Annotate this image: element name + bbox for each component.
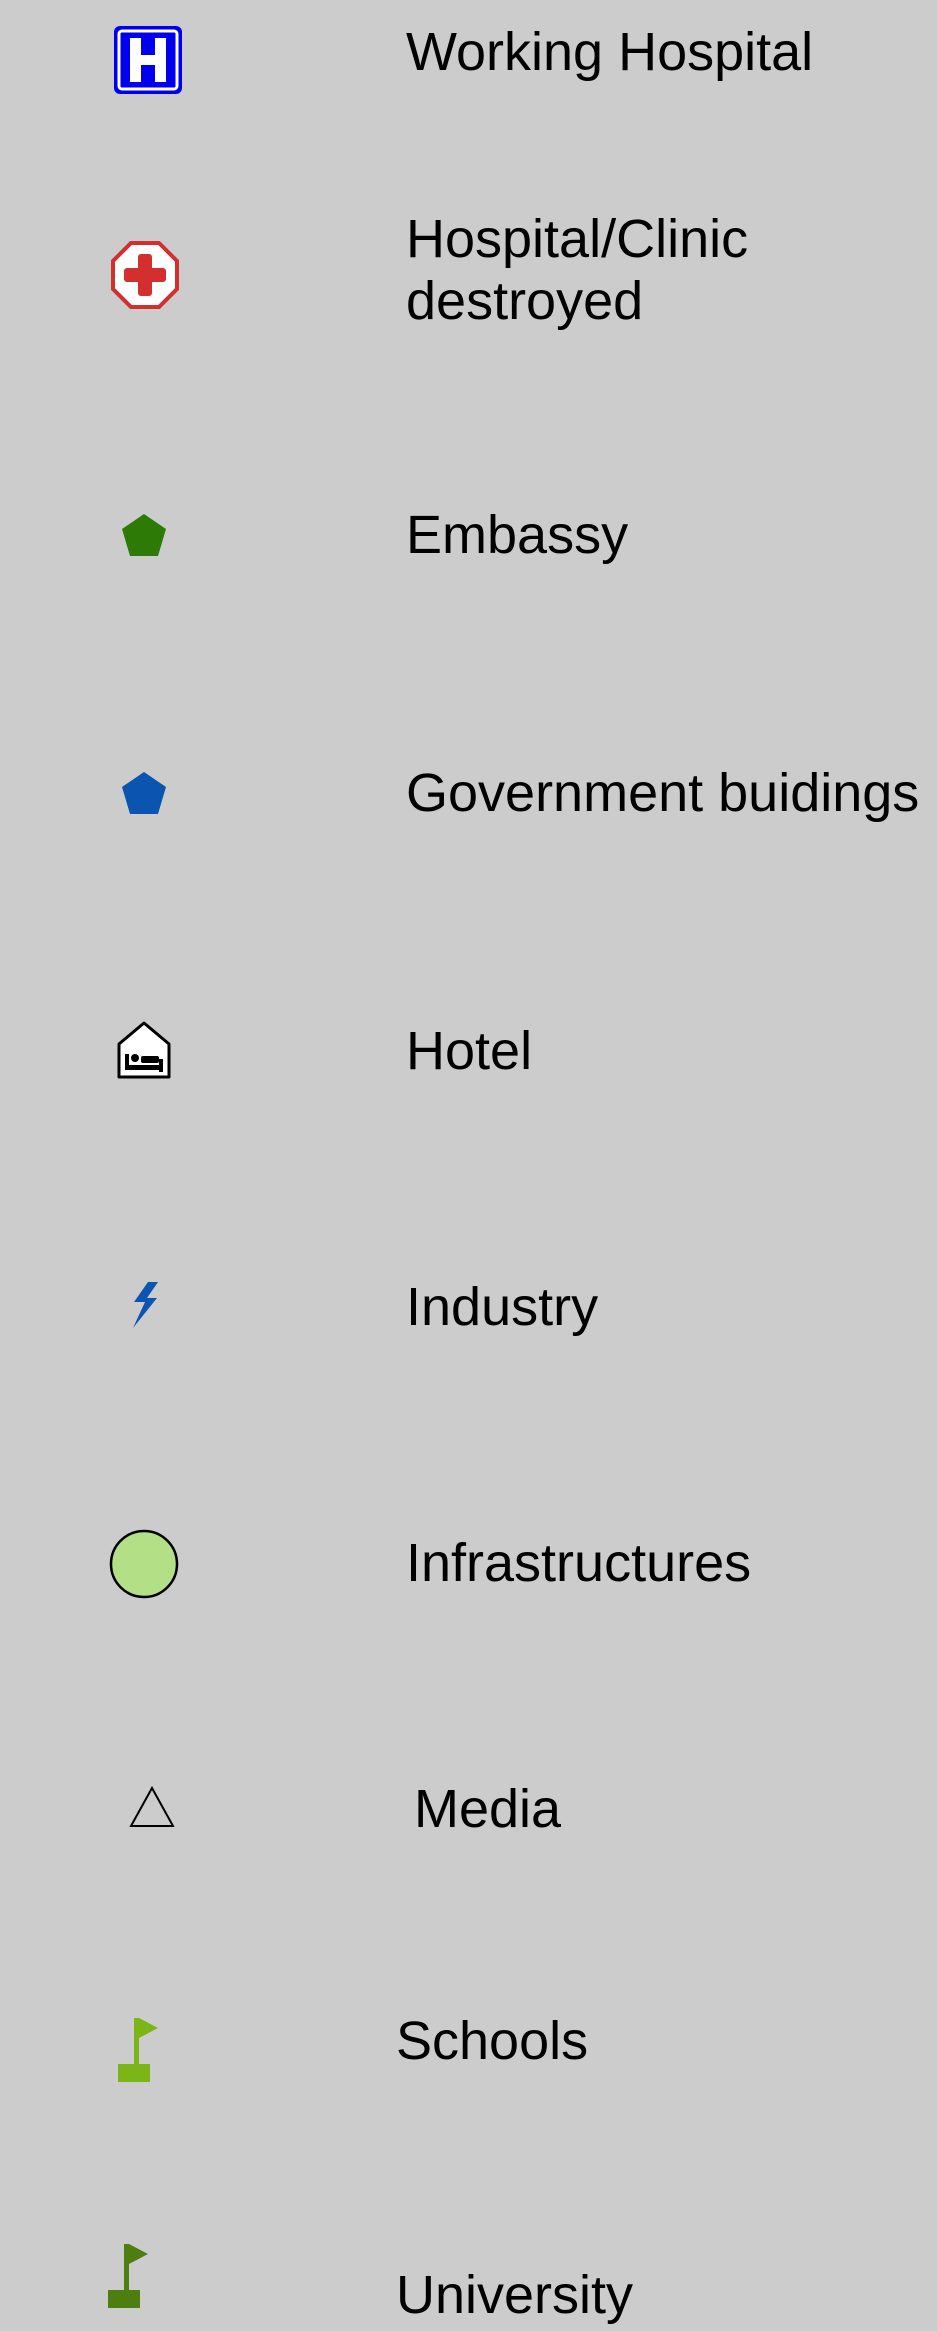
legend-label-infrastructures: Infrastructures	[406, 1533, 752, 1593]
triangle-outline-icon	[129, 1785, 175, 1827]
legend-item-infrastructures: Infrastructures	[0, 1520, 937, 1640]
legend-item-university: University	[0, 2238, 937, 2331]
lightning-bolt-icon	[133, 1282, 158, 1328]
legend-label-industry: Industry	[406, 1277, 599, 1337]
flag-icon	[118, 2018, 158, 2082]
legend-item-hospital-destroyed: Hospital/Clinic destroyed	[0, 200, 937, 360]
legend-item-schools: Schools	[0, 2010, 937, 2130]
legend-item-hotel: Hotel	[0, 1006, 937, 1126]
legend-label-hotel: Hotel	[406, 1021, 533, 1081]
legend-item-embassy: Embassy	[0, 490, 937, 610]
legend-item-working-hospital: Working Hospital	[0, 0, 937, 120]
pentagon-icon	[122, 772, 166, 814]
legend-label-university: University	[396, 2265, 634, 2325]
legend-label-hospital-destroyed: Hospital/Clinic destroyed	[406, 208, 748, 332]
legend-label-embassy: Embassy	[406, 505, 629, 565]
legend-item-industry: Industry	[0, 1264, 937, 1384]
legend-label-media: Media	[414, 1779, 562, 1839]
legend-item-government-buildings: Government buidings	[0, 748, 937, 868]
legend-label-line-2: destroyed	[406, 271, 644, 331]
legend-item-media: Media	[0, 1774, 937, 1894]
red-cross-octagon-icon	[111, 241, 179, 309]
legend-label-line-1: Hospital/Clinic	[406, 209, 749, 269]
hospital-h-icon	[114, 26, 182, 94]
legend-label-working-hospital: Working Hospital	[406, 22, 814, 82]
flag-icon	[108, 2244, 148, 2308]
legend-label-schools: Schools	[396, 2011, 589, 2071]
legend-label-government-buildings: Government buidings	[406, 763, 920, 823]
hotel-bed-icon	[117, 1021, 171, 1079]
pentagon-icon	[122, 514, 166, 556]
circle-icon	[109, 1529, 179, 1599]
